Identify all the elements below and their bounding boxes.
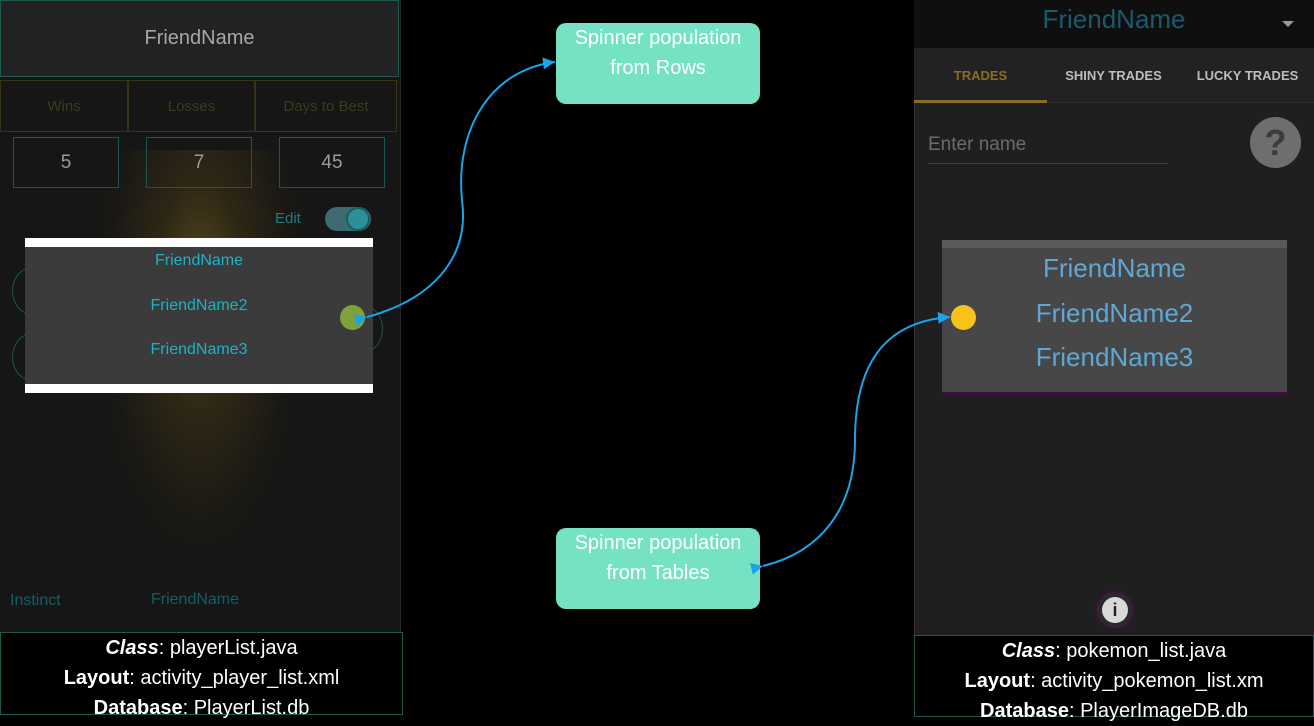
right-dropdown-item[interactable]: FriendName2 bbox=[1035, 298, 1194, 328]
class-label: Class bbox=[1001, 640, 1056, 662]
wins-header: Wins bbox=[0, 80, 128, 132]
arrow-tables-to-right-spinner bbox=[749, 311, 951, 575]
database-line: Database: PlayerList.db bbox=[1, 693, 402, 723]
database-label: Database bbox=[93, 697, 183, 719]
class-line: Class: playerList.java bbox=[1, 633, 402, 663]
class-label: Class bbox=[105, 637, 159, 659]
tabs-bar bbox=[914, 48, 1314, 103]
info-icon[interactable]: i bbox=[1102, 597, 1128, 623]
tables-population-label: Spinner population from Tables bbox=[556, 528, 760, 609]
dropdown-caret-icon[interactable] bbox=[1282, 21, 1294, 27]
wins-value[interactable]: 5 bbox=[13, 137, 119, 188]
edit-label: Edit bbox=[275, 210, 301, 227]
team-label: Instinct bbox=[10, 592, 61, 609]
active-tab-indicator bbox=[914, 100, 1047, 103]
tab-trades[interactable]: TRADES bbox=[953, 68, 1008, 83]
database-value: : PlayerList.db bbox=[182, 697, 310, 719]
database-line: Database: PlayerImageDB.db bbox=[915, 696, 1313, 726]
layout-line: Layout: activity_pokemon_list.xm bbox=[915, 666, 1313, 696]
left-spinner-dropdown bbox=[25, 238, 373, 393]
database-label: Database bbox=[980, 700, 1069, 722]
losses-value[interactable]: 7 bbox=[146, 137, 252, 188]
class-value: : playerList.java bbox=[158, 637, 298, 659]
right-info-caption: Class: pokemon_list.java Layout: activit… bbox=[914, 635, 1314, 722]
tab-shiny-trades[interactable]: SHINY TRADES bbox=[1065, 68, 1162, 83]
bottom-friend-name: FriendName bbox=[151, 591, 240, 608]
right-action-bar bbox=[914, 0, 1314, 48]
name-input[interactable] bbox=[928, 126, 1168, 164]
right-connector-dot bbox=[951, 305, 976, 330]
arrow-rows-to-left-spinner bbox=[353, 57, 556, 326]
right-dropdown-item[interactable]: FriendName3 bbox=[1035, 342, 1194, 372]
layout-label: Layout bbox=[63, 667, 130, 689]
left-header-title: FriendName bbox=[0, 0, 399, 77]
layout-label: Layout bbox=[964, 670, 1031, 692]
right-spinner-dropdown bbox=[942, 240, 1287, 392]
left-dropdown-item[interactable]: FriendName3 bbox=[150, 341, 248, 358]
layout-value: : activity_pokemon_list.xm bbox=[1030, 670, 1264, 692]
right-title-spinner[interactable]: FriendName bbox=[1042, 4, 1186, 34]
left-info-caption: Class: playerList.java Layout: activity_… bbox=[0, 632, 403, 719]
database-value: : PlayerImageDB.db bbox=[1068, 700, 1248, 722]
help-icon[interactable]: ? bbox=[1250, 117, 1301, 168]
rows-population-label: Spinner population from Rows bbox=[556, 23, 760, 104]
class-line: Class: pokemon_list.java bbox=[915, 636, 1313, 666]
layout-line: Layout: activity_player_list.xml bbox=[1, 663, 402, 693]
right-dropdown-item[interactable]: FriendName bbox=[1042, 253, 1187, 283]
left-dropdown-item[interactable]: FriendName2 bbox=[150, 297, 248, 314]
losses-header: Losses bbox=[128, 80, 255, 132]
layout-value: : activity_player_list.xml bbox=[129, 667, 340, 689]
class-value: : pokemon_list.java bbox=[1055, 640, 1227, 662]
left-dropdown-item[interactable]: FriendName bbox=[154, 252, 244, 269]
tab-lucky-trades[interactable]: LUCKY TRADES bbox=[1196, 68, 1299, 83]
